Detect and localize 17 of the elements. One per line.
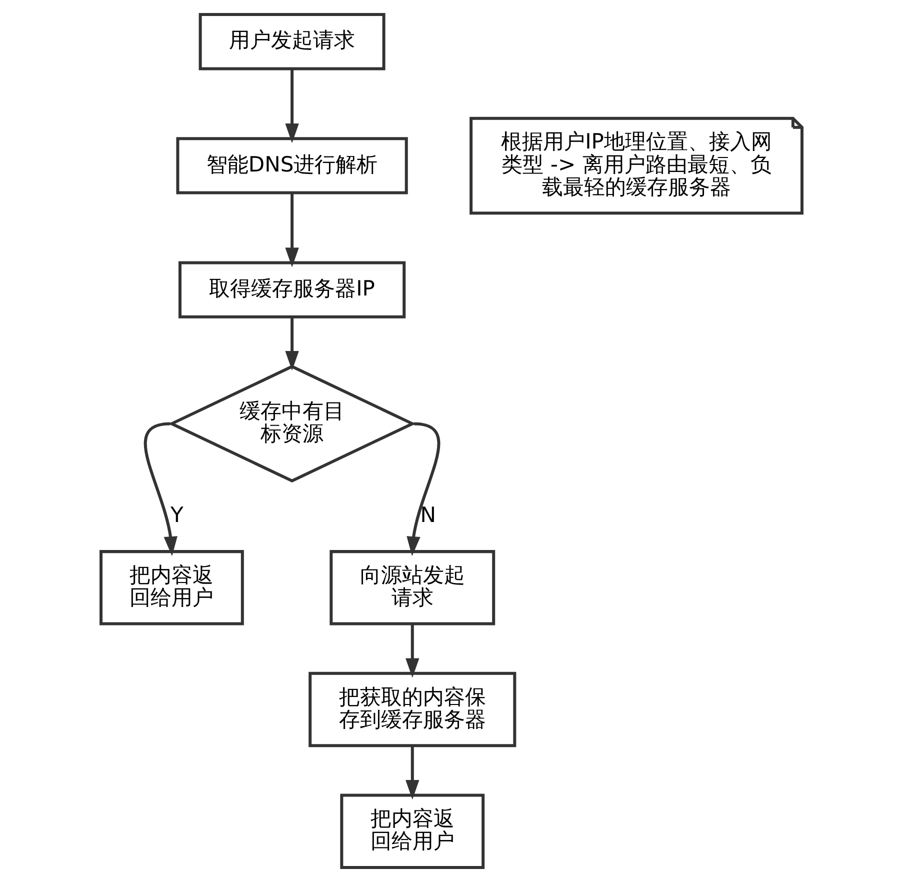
arrow	[284, 317, 298, 371]
arrow	[284, 192, 298, 268]
node-diamond: 缓存中有目标资源	[168, 364, 416, 483]
node-box: 把获取的内容保存到缓存服务器	[308, 672, 516, 748]
arrow	[143, 422, 177, 556]
edge-label: N	[420, 502, 436, 527]
arrow	[284, 68, 298, 144]
arrow	[406, 422, 440, 556]
node-box: 取得缓存服务器IP	[178, 261, 406, 318]
node-box: 用户发起请求	[198, 13, 385, 70]
edge-label: Y	[170, 502, 183, 527]
node-box: 智能DNS进行解析	[176, 137, 408, 194]
arrow	[405, 624, 419, 678]
arrow	[405, 746, 419, 800]
node-box: 把内容返回给用户	[99, 550, 244, 626]
node-box: 向源站发起请求	[329, 550, 495, 626]
node-box: 把内容返回给用户	[340, 794, 484, 869]
